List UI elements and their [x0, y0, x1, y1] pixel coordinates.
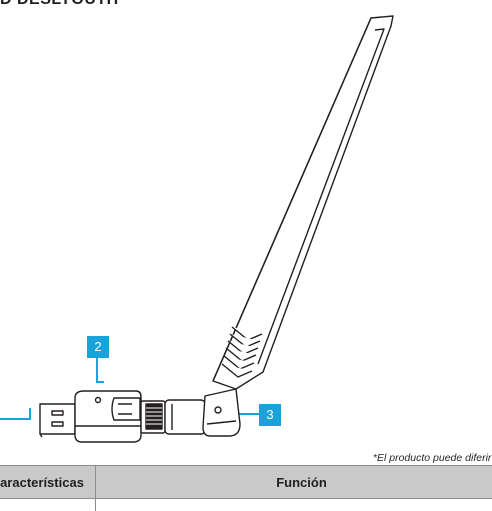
features-table: aracterísticas Función — [0, 465, 492, 511]
callout-line-1 — [0, 408, 30, 419]
callout-3: 3 — [259, 404, 281, 426]
antenna — [203, 16, 393, 436]
disclaimer-note: *El producto puede diferir de — [373, 452, 492, 464]
callout-line-2 — [97, 358, 104, 382]
table-header-features: aracterísticas — [0, 466, 96, 499]
callout-2: 2 — [87, 336, 109, 358]
table-header-function: Función — [96, 466, 492, 499]
table-row — [0, 499, 492, 511]
table-header-row: aracterísticas Función — [0, 466, 492, 499]
usb-adapter — [40, 391, 205, 442]
